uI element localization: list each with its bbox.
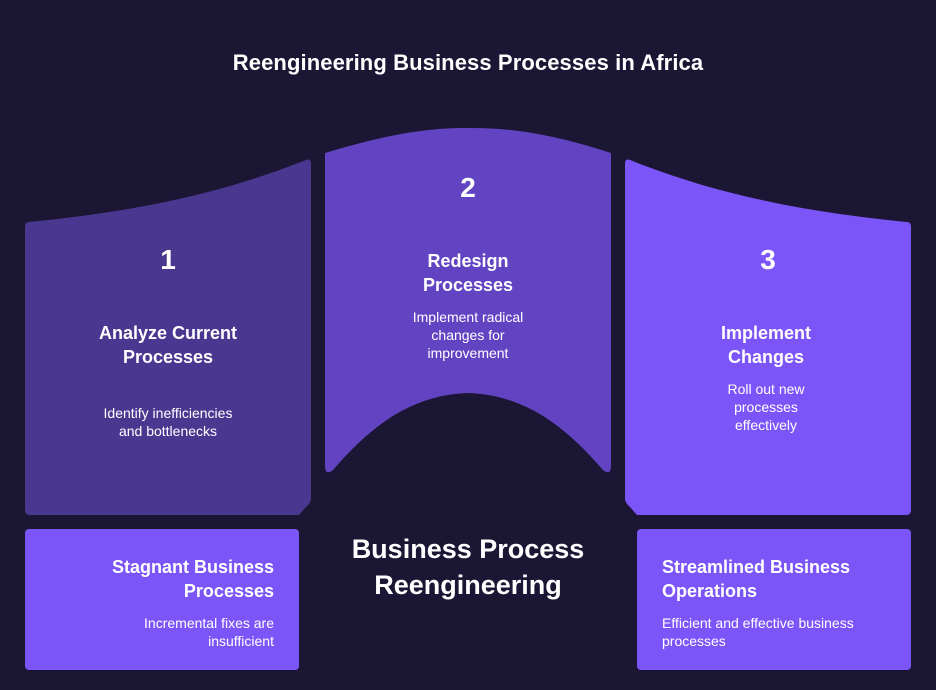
step-2-number: 2 <box>460 172 476 203</box>
step-2-shape <box>325 128 611 473</box>
start-state-box <box>25 529 299 670</box>
step-2-description: Implement radical changes for improvemen… <box>412 309 524 361</box>
end-state-box <box>637 529 911 670</box>
step-1-description: Identify inefficiencies and bottlenecks <box>103 405 233 439</box>
step-1-number: 1 <box>160 244 176 275</box>
step-3-number: 3 <box>760 244 776 275</box>
step-2-title: Redesign Processes <box>422 251 514 295</box>
end-state-description: Efficient and effective business process… <box>662 615 854 649</box>
step-3-description: Roll out new processes effectively <box>727 381 805 433</box>
start-state-title: Stagnant Business Processes <box>111 557 274 601</box>
step-3-title: Implement Changes <box>720 323 812 367</box>
end-state-title: Streamlined Business Operations <box>662 557 851 601</box>
step-3-shape <box>625 159 911 515</box>
diagram-title: Reengineering Business Processes in Afri… <box>232 50 704 75</box>
center-title: Business Process Reengineering <box>351 534 585 600</box>
start-state-description: Incremental fixes are insufficient <box>144 615 274 649</box>
step-1-title: Analyze Current Processes <box>98 323 238 367</box>
step-1-shape <box>25 159 311 515</box>
